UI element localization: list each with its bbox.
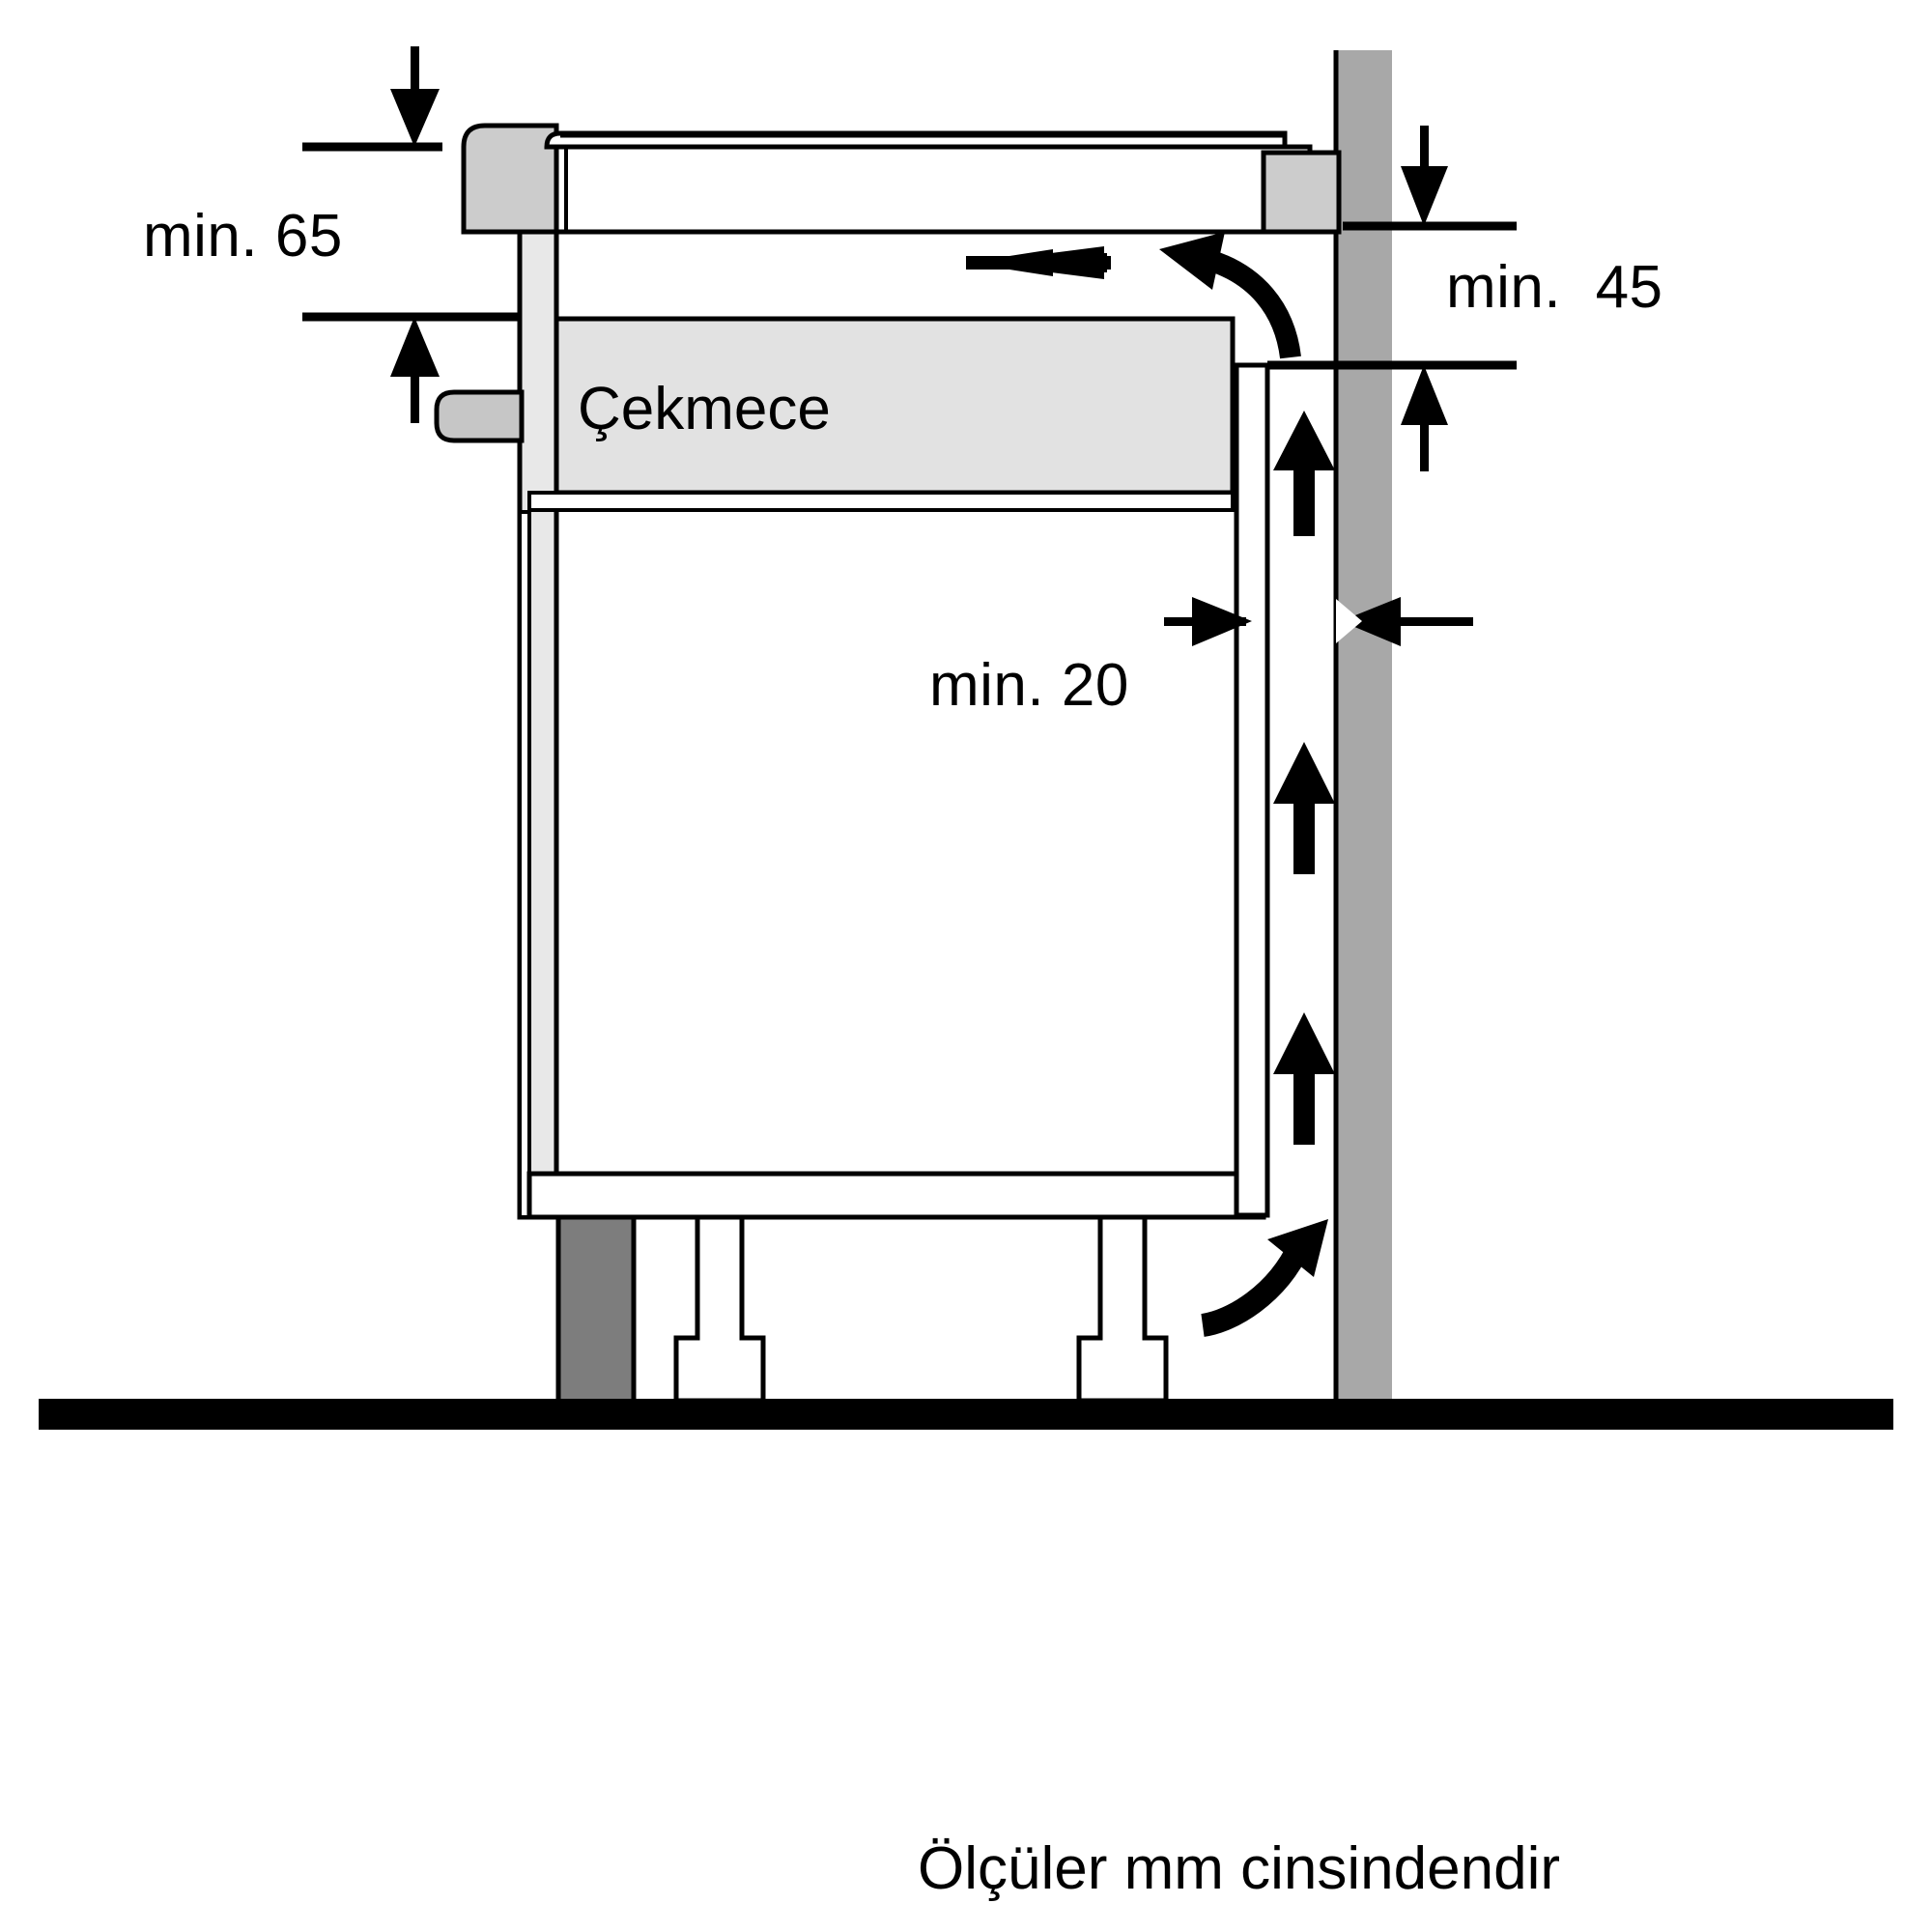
dimension-label-min-65: min. 65 — [143, 203, 343, 270]
dimension-min-65: min. 65 — [143, 46, 520, 423]
units-caption: Ölçüler mm cinsindendir — [918, 1835, 1560, 1902]
base-assembly — [39, 1214, 1893, 1430]
dimension-label-min-45: min. 45 — [1446, 254, 1663, 321]
flow-top-curve-arrow — [1159, 232, 1301, 359]
flow-channel-arrow-3 — [1273, 1012, 1335, 1145]
flow-channel-arrow-2 — [1273, 742, 1335, 874]
flow-bottom-curve-arrow — [1200, 1219, 1328, 1337]
dimension-min-20: min. 20 — [929, 597, 1473, 719]
wall — [1333, 50, 1392, 1407]
floor-line — [39, 1399, 1893, 1430]
flow-channel-arrow-1 — [1273, 411, 1335, 536]
flow-top-horizontal-arrow — [966, 246, 1111, 279]
cabinet-body — [517, 229, 1270, 1220]
dimension-min-45: min. 45 — [1267, 126, 1663, 471]
drawer: Çekmece — [434, 316, 1236, 512]
dimension-label-min-20: min. 20 — [929, 652, 1129, 719]
airflow-arrows — [966, 232, 1335, 1337]
worktop-assembly — [461, 123, 1342, 235]
drawer-label: Çekmece — [578, 376, 831, 442]
